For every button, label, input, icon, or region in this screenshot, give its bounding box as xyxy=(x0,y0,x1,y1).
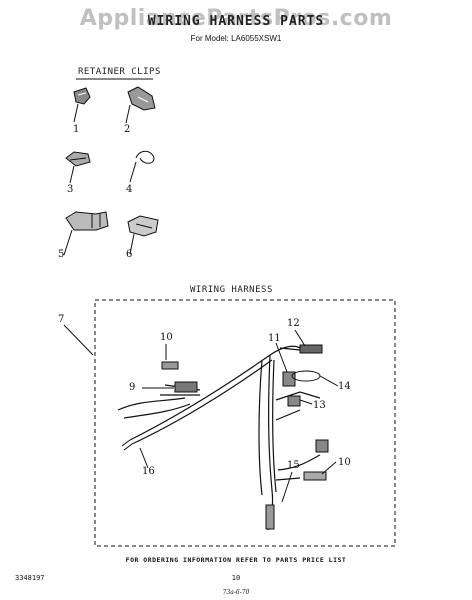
callout-4: 4 xyxy=(126,184,133,195)
callout-6: 6 xyxy=(126,249,133,260)
retainer-clips-label: RETAINER CLIPS xyxy=(78,67,161,77)
page-number: 10 xyxy=(231,574,241,582)
connector-14 xyxy=(291,370,321,382)
retainer-clip-6 xyxy=(127,215,159,255)
callout-16: 16 xyxy=(142,466,155,477)
harness-box xyxy=(94,299,396,547)
retainer-clip-1 xyxy=(73,87,91,123)
callout-15: 15 xyxy=(287,460,300,471)
connector-10a xyxy=(161,361,179,370)
callout-3: 3 xyxy=(67,184,74,195)
callout-10-lower: 10 xyxy=(338,457,351,468)
page-title: WIRING HARNESS PARTS xyxy=(147,14,325,29)
callout-10-upper: 10 xyxy=(160,332,173,343)
callout-1: 1 xyxy=(73,124,80,135)
leader-10b xyxy=(321,461,337,475)
ordering-note: FOR ORDERING INFORMATION REFER TO PARTS … xyxy=(125,556,347,564)
leader-12 xyxy=(294,329,306,347)
retainer-clip-2 xyxy=(125,86,156,124)
leader-11 xyxy=(275,342,288,373)
model-line: For Model: LA6055XSW1 xyxy=(190,34,282,43)
retainer-clip-5 xyxy=(63,211,109,256)
callout-14: 14 xyxy=(338,381,351,392)
callout-2: 2 xyxy=(124,124,131,135)
leader-14 xyxy=(319,375,339,387)
leader-16 xyxy=(139,447,149,469)
leader-13 xyxy=(299,399,313,405)
callout-11: 11 xyxy=(268,333,281,344)
connector-15 xyxy=(265,504,275,530)
leader-7 xyxy=(63,324,94,356)
callout-7: 7 xyxy=(58,314,65,325)
callout-12: 12 xyxy=(287,318,300,329)
watermark: AppliancePartsPros.com xyxy=(79,6,393,31)
connector-9 xyxy=(174,381,198,393)
wiring-harness-label: WIRING HARNESS xyxy=(190,285,273,295)
harness-end-16 xyxy=(121,439,133,451)
date-code: 73a-6-70 xyxy=(222,589,250,596)
callout-5: 5 xyxy=(58,249,65,260)
leader-15 xyxy=(281,471,293,503)
retainer-clip-4 xyxy=(129,150,155,183)
wiring-harness xyxy=(117,345,321,531)
connector-upper-right xyxy=(315,439,329,453)
document-number: 3348197 xyxy=(15,574,45,582)
connector-12 xyxy=(299,344,323,354)
connector-13 xyxy=(287,395,301,407)
callout-9: 9 xyxy=(129,382,136,393)
callout-13: 13 xyxy=(313,400,326,411)
retainer-clip-3 xyxy=(65,151,91,184)
connector-10b xyxy=(303,471,327,481)
